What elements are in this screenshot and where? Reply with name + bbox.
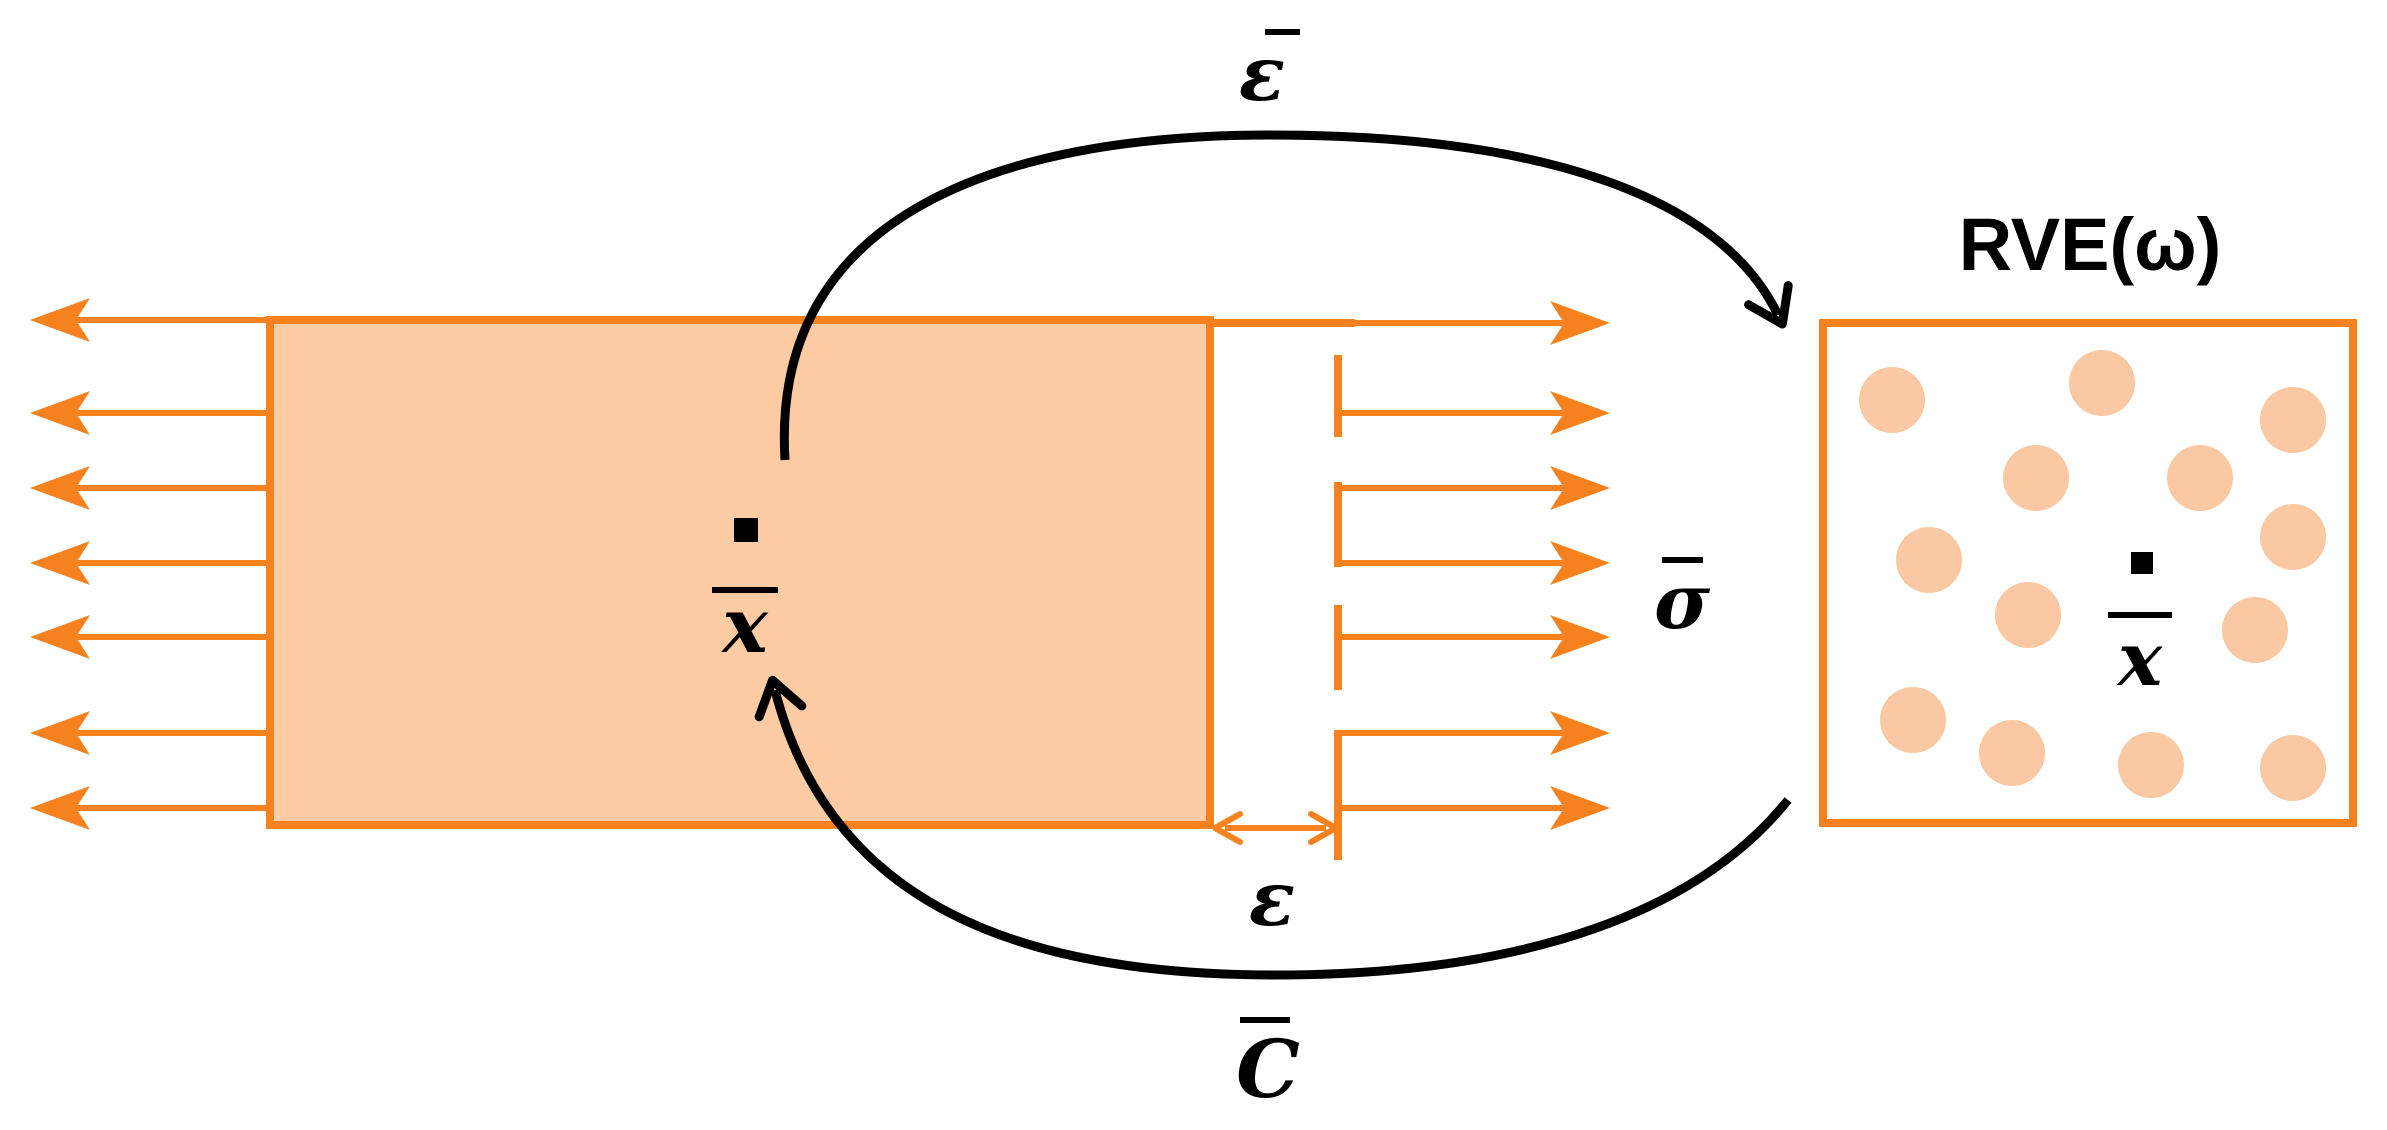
- traction-arrow-head: [30, 786, 90, 830]
- inclusion: [2069, 350, 2135, 416]
- inclusion: [1896, 527, 1962, 593]
- downscaling-arrow: [779, 130, 1793, 461]
- traction-arrow-head: [1550, 615, 1610, 659]
- inclusion: [2222, 597, 2288, 663]
- inclusion: [2167, 445, 2233, 511]
- inclusion: [1859, 367, 1925, 433]
- rve-inclusions: [1859, 350, 2326, 801]
- traction-arrow-head: [30, 298, 90, 342]
- traction-arrow-head: [30, 541, 90, 585]
- inclusion: [2003, 445, 2069, 511]
- avg-stiffness-label-group: C: [1236, 1017, 1300, 1116]
- macro-point-label: x: [720, 581, 769, 670]
- upscaling-arrow: [754, 675, 1792, 980]
- traction-arrow-head: [1550, 541, 1610, 585]
- inclusion: [1880, 687, 1946, 753]
- traction-arrow-head: [30, 615, 90, 659]
- inclusion: [1995, 582, 2061, 648]
- strain-dimension-arrow: [1212, 811, 1339, 845]
- macro-material-point: [734, 518, 758, 542]
- avg-strain-label: ε: [1239, 29, 1285, 118]
- inclusion: [2260, 504, 2326, 570]
- traction-arrow-head: [30, 466, 90, 510]
- traction-arrow-head: [1550, 786, 1610, 830]
- traction-arrow-head: [1550, 711, 1610, 755]
- avg-stiffness-label: C: [1236, 1022, 1300, 1116]
- avg-strain-label-group: ε: [1239, 29, 1300, 118]
- traction-arrow-head: [30, 711, 90, 755]
- avg-stress-label: σ: [1654, 557, 1711, 646]
- inclusion: [2260, 735, 2326, 801]
- inclusion: [1979, 720, 2045, 786]
- traction-arrow-head: [1550, 301, 1610, 345]
- traction-arrow-head: [1550, 466, 1610, 510]
- macro-point-label-group: x: [712, 581, 778, 670]
- traction-arrow-head: [30, 391, 90, 435]
- rve-title: RVE(ω): [1959, 203, 2222, 286]
- rve-center-point: [2131, 552, 2153, 574]
- right-traction-arrows: [1338, 301, 1610, 830]
- rve-point-label-group: x: [2108, 612, 2172, 703]
- left-traction-arrows: [30, 298, 270, 830]
- inclusion: [2260, 387, 2326, 453]
- avg-stress-label-group: σ: [1654, 557, 1711, 646]
- macro-specimen: [266, 316, 1214, 829]
- rve-point-label: x: [2116, 617, 2163, 703]
- local-strain-label: ε: [1249, 854, 1295, 943]
- traction-arrow-head: [1550, 391, 1610, 435]
- deformed-boundary: [1206, 319, 1355, 860]
- inclusion: [2118, 732, 2184, 798]
